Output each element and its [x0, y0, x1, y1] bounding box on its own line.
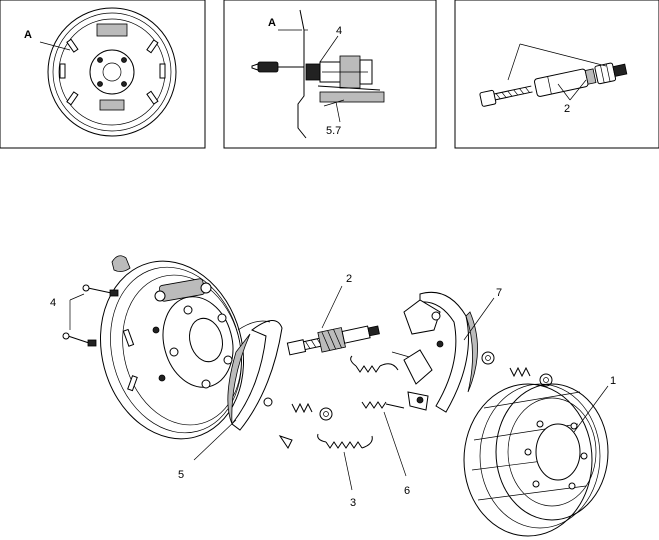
- panel-cross-section: A 4 5.7: [223, 0, 437, 149]
- hold-down-pins: [62, 284, 119, 347]
- panel-frame: [223, 0, 437, 149]
- panel-frame: [454, 0, 659, 149]
- label-5-7-panel2: 5.7: [326, 125, 341, 137]
- adjuster-drawing: [479, 43, 628, 107]
- panel-backing-plate: A: [0, 0, 206, 149]
- label-4-panel2: 4: [336, 25, 342, 37]
- hold-down-spring-rear: [481, 351, 553, 387]
- callout-1: 1: [610, 375, 616, 387]
- exploded-view: [62, 255, 609, 537]
- adjuster-spring: [361, 401, 407, 477]
- label-a-panel1: A: [24, 29, 32, 41]
- callouts: 1 2 3 4 5 6 7: [50, 273, 616, 509]
- brake-shoe-rear: [403, 291, 495, 413]
- adjuster-assembly: [286, 285, 380, 356]
- label-a-panel2: A: [268, 17, 276, 29]
- callout-6: 6: [404, 485, 410, 497]
- leader-5: [193, 419, 237, 461]
- bleeder-cap: [111, 255, 131, 272]
- callout-3: 3: [350, 497, 356, 509]
- backing-plate: [99, 260, 245, 440]
- brake-drum: [463, 383, 609, 537]
- callout-2: 2: [346, 273, 352, 285]
- cross-section-drawing: [251, 9, 385, 139]
- callout-5: 5: [178, 469, 184, 481]
- panel-frame: [0, 0, 206, 149]
- hold-down-spring-front: [291, 402, 333, 421]
- lower-return-spring: [317, 433, 373, 491]
- callout-4: 4: [50, 297, 56, 309]
- backing-plate-drawing: [39, 7, 177, 137]
- brake-shoe-front: [227, 320, 293, 449]
- label-2-panel3: 2: [564, 103, 570, 115]
- callout-7: 7: [496, 287, 502, 299]
- panel-adjuster: 2: [454, 0, 659, 149]
